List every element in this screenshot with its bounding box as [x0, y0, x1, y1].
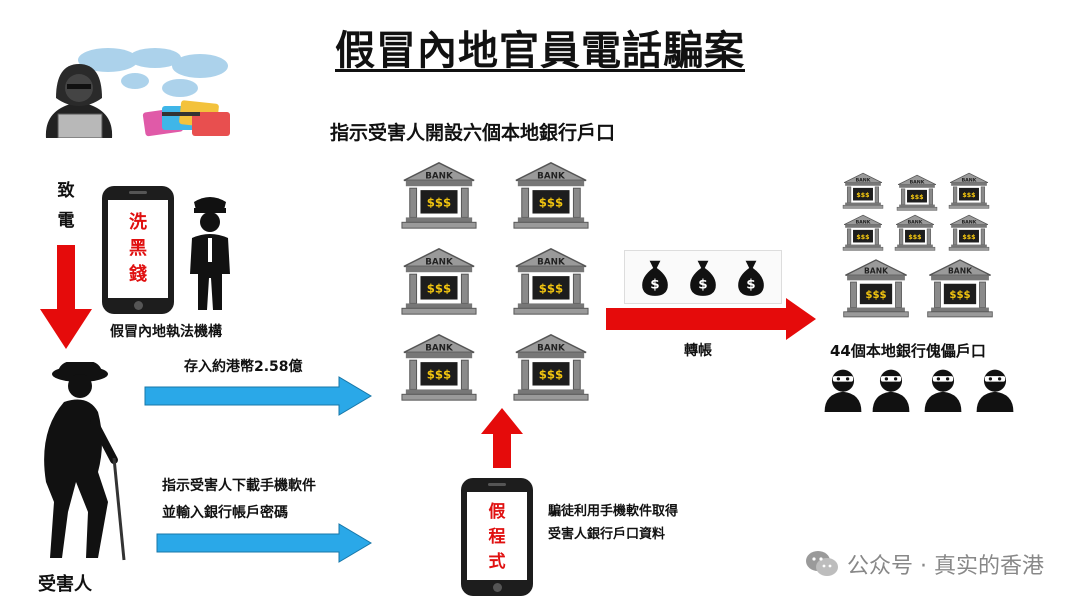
mule-banks-cluster [838, 172, 1008, 324]
blue-arrow-download [156, 523, 372, 563]
download-label-2: 並輸入銀行帳戶密碼 [162, 505, 288, 521]
hacker-icon [45, 64, 113, 138]
six-banks-grid [400, 160, 600, 410]
bank-icon [842, 258, 910, 318]
red-up-arrow [481, 408, 523, 468]
hacker-illustration [30, 36, 240, 146]
smartphone-icon: 洗 黑 錢 [102, 186, 174, 314]
blue-arrow-deposit [144, 376, 372, 416]
money-bag-icon [637, 257, 673, 297]
credit-cards-icon [142, 100, 230, 137]
bank-icon [400, 246, 478, 316]
victim-label: 受害人 [38, 574, 92, 595]
elderly-person-icon [44, 362, 126, 561]
money-bag-icon [733, 257, 769, 297]
call-label: 致 電 [57, 181, 75, 231]
world-map-icon [78, 48, 228, 97]
money-bags [624, 250, 782, 304]
masked-person-icon [920, 364, 966, 414]
impersonate-label: 假冒內地執法機構 [110, 324, 222, 340]
deposit-label: 存入約港幣2.58億 [184, 359, 303, 375]
bank-icon [948, 172, 990, 209]
fake-app-text: 假 程 式 [488, 502, 506, 572]
bank-icon [894, 214, 936, 251]
open-accounts-label: 指示受害人開設六個本地銀行戶口 [330, 122, 616, 144]
download-label-1: 指示受害人下載手機軟件 [162, 478, 316, 494]
money-laundering-text: 洗 黑 錢 [129, 212, 147, 285]
fraud-label-2: 受害人銀行戶口資料 [548, 527, 666, 542]
red-right-arrow-transfer [606, 298, 816, 340]
masked-people [820, 364, 1020, 416]
masked-person-icon [868, 364, 914, 414]
bank-icon [948, 214, 990, 251]
red-down-arrow [40, 245, 92, 349]
bank-icon [512, 160, 590, 230]
watermark: 公众号 · 真实的香港 [805, 548, 1044, 580]
fraud-label-1: 騙徒利用手機軟件取得 [548, 504, 679, 519]
page-title: 假冒內地官員電話騙案 [335, 28, 745, 74]
masked-person-icon [820, 364, 866, 414]
transfer-label: 轉帳 [684, 343, 712, 359]
bank-icon [896, 174, 938, 211]
wechat-icon [806, 551, 839, 576]
bank-icon [400, 332, 478, 402]
bank-icon [512, 246, 590, 316]
bank-icon [842, 214, 884, 251]
bank-icon [400, 160, 478, 230]
money-bag-icon [685, 257, 721, 297]
smartphone-icon: 假 程 式 [461, 478, 533, 596]
mule-accounts-label: 44個本地銀行傀儡戶口 [830, 342, 986, 360]
bank-icon [926, 258, 994, 318]
bank-icon [512, 332, 590, 402]
police-officer-icon [190, 197, 230, 310]
masked-person-icon [972, 364, 1018, 414]
watermark-text: 公众号 · 真实的香港 [847, 554, 1044, 579]
bank-icon [842, 172, 884, 209]
